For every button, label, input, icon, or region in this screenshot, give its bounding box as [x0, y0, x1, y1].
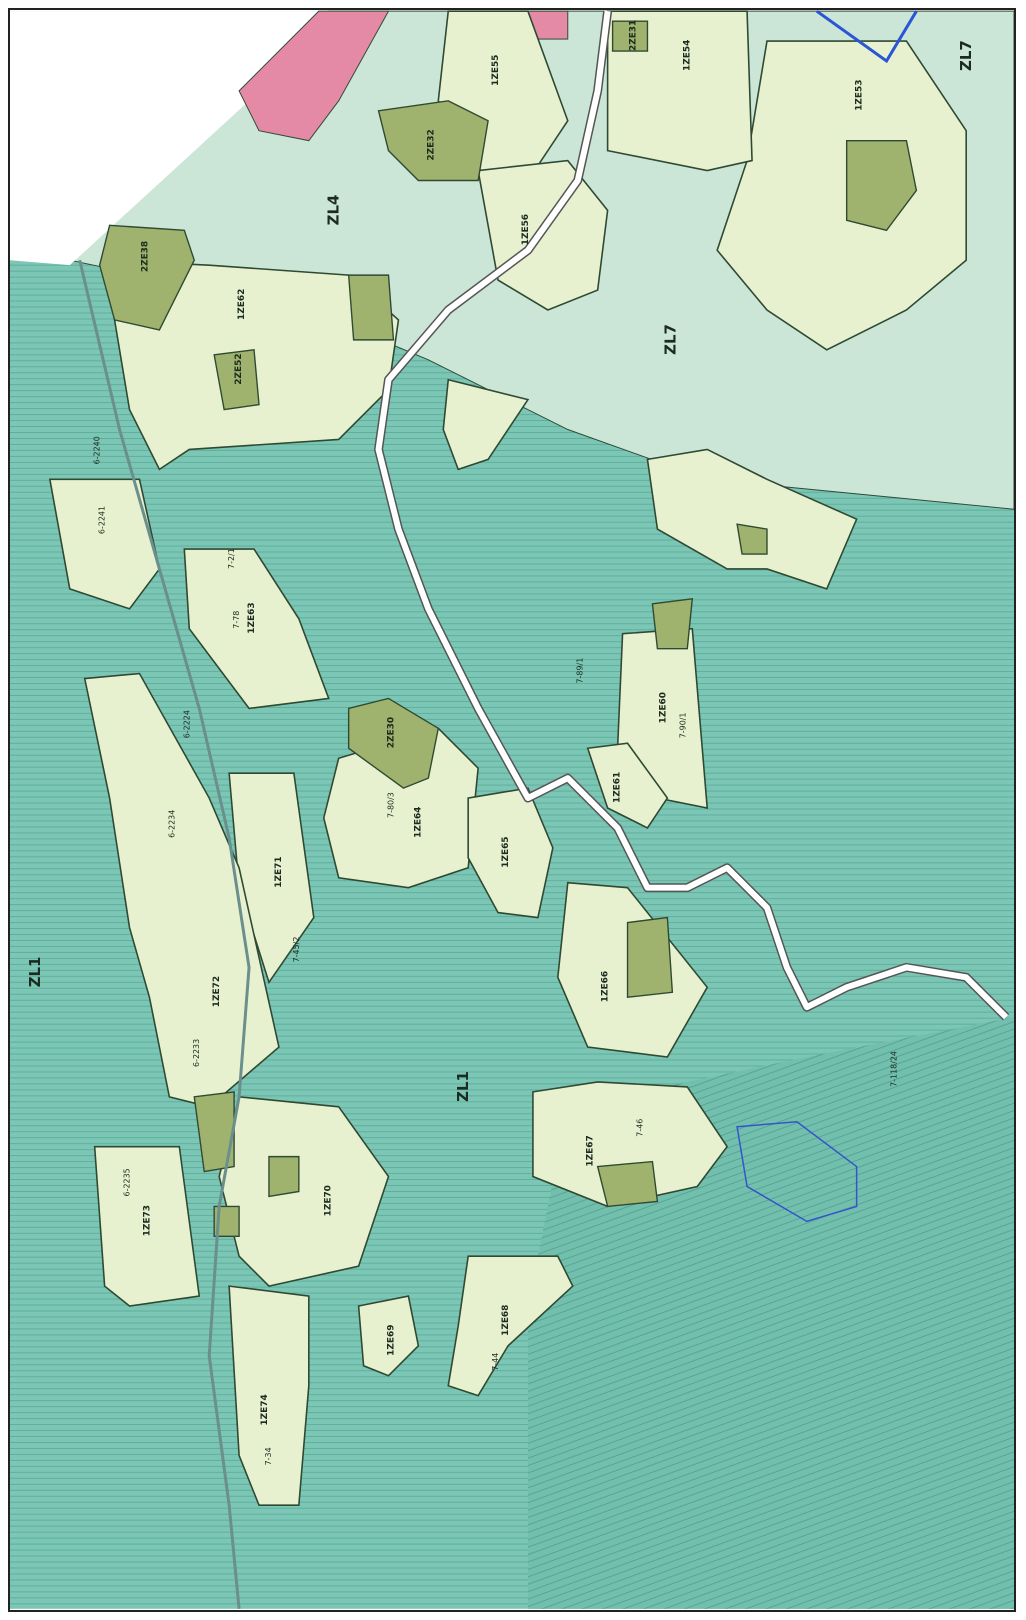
parcel-label: 2ZE38: [140, 241, 150, 272]
building-2ze35[interactable]: [626, 916, 674, 999]
building-2ze32[interactable]: [377, 100, 489, 182]
parcel-label: 1ZE64: [413, 807, 423, 838]
parcel-number-label: 7-2/1: [227, 548, 236, 569]
parcel-number-label: 6-2234: [167, 810, 176, 838]
zone-label: ZL4: [325, 195, 343, 226]
parcel-label: 1ZE53: [855, 79, 865, 110]
parcel-1ze60c[interactable]: [442, 378, 530, 471]
parcel-1ze53[interactable]: [716, 40, 967, 351]
building-2ze41[interactable]: [213, 1205, 240, 1237]
parcel-number-label: 6-2241: [98, 506, 107, 534]
parcel-polygons: [48, 10, 967, 1507]
parcel-number-label: 7-80/3: [386, 792, 395, 818]
road-fill: [375, 10, 1009, 1020]
map-canvas[interactable]: ZL1 ZL1 ZL4 ZL7 ZL7 2ZE38 1ZE62 2ZE52 1Z…: [10, 10, 1014, 1610]
parcel-labels: 2ZE38 1ZE62 2ZE52 1ZE63 1ZE64 2ZE30 1ZE6…: [140, 20, 864, 1426]
parcel-label: 1ZE71: [274, 856, 284, 887]
parcel-label: 1ZE73: [142, 1205, 152, 1236]
parcel-number-label: 6-2224: [182, 710, 191, 738]
zone-pink-small: [527, 10, 569, 40]
parcel-number-label: 7-118/24: [889, 1051, 898, 1087]
parcel-misc-west[interactable]: [48, 478, 161, 610]
building-2ze34[interactable]: [845, 139, 918, 232]
parcel-1ze60b[interactable]: [646, 448, 858, 590]
parcel-label: 1ZE60: [658, 692, 668, 723]
cadastral-map[interactable]: ZL1 ZL1 ZL4 ZL7 ZL7 2ZE38 1ZE62 2ZE52 1Z…: [8, 8, 1016, 1612]
parcel-label: 1ZE63: [247, 602, 257, 633]
parcel-1ze61[interactable]: [586, 742, 669, 829]
zone-label: ZL1: [454, 1071, 472, 1102]
parcel-1ze73[interactable]: [93, 1145, 201, 1307]
parcel-label: 2ZE52: [234, 353, 244, 384]
zone-label: ZL7: [957, 40, 975, 71]
parcel-1ze74[interactable]: [228, 1285, 310, 1507]
building-2ze38[interactable]: [98, 224, 196, 331]
parcel-label: 1ZE72: [212, 976, 222, 1007]
parcel-number-labels: 7-2/1 7-78 7-45/2 6-2224 6-2234 6-2233 6…: [93, 436, 899, 1465]
building-2ze37[interactable]: [651, 598, 694, 650]
building-2ze43[interactable]: [596, 1160, 659, 1208]
parcel-label: 1ZE56: [521, 214, 531, 245]
building-2ze42[interactable]: [193, 1091, 235, 1173]
parcel-label: 2ZE32: [426, 129, 436, 160]
zone-label: ZL7: [661, 324, 679, 355]
parcel-label: 1ZE70: [324, 1185, 334, 1216]
parcel-number-label: 7-34: [264, 1447, 273, 1465]
building-2ze33[interactable]: [347, 274, 395, 341]
parcel-number-label: 7-90/1: [678, 712, 687, 738]
building-2ze31[interactable]: [611, 20, 649, 52]
parcel-number-label: 7-45/2: [292, 937, 301, 963]
parcel-1ze64[interactable]: [322, 727, 479, 889]
parcel-label: 1ZE67: [586, 1135, 596, 1166]
parcel-label: 1ZE61: [613, 772, 623, 803]
parcel-1ze65[interactable]: [467, 787, 554, 919]
parcel-label: 1ZE68: [501, 1305, 511, 1336]
parcel-1ze63[interactable]: [183, 548, 330, 710]
parcel-label: 1ZE54: [682, 40, 692, 71]
parcel-1ze69[interactable]: [357, 1295, 420, 1377]
parcel-number-label: 6-2233: [192, 1039, 201, 1067]
parcel-label: 2ZE31: [629, 20, 639, 51]
parcel-number-label: 7-89/1: [576, 658, 585, 684]
parcel-label: 1ZE62: [237, 289, 247, 320]
zone-pink: [238, 10, 390, 142]
building-2ze39[interactable]: [736, 523, 768, 555]
parcel-number-label: 6-2235: [123, 1168, 132, 1196]
stream: [78, 259, 251, 1609]
parcel-label: 1ZE74: [260, 1394, 270, 1425]
parcel-label: 1ZE69: [386, 1325, 396, 1356]
parcel-number-label: 7-78: [232, 611, 241, 629]
parcel-label: 1ZE65: [501, 836, 511, 867]
parcel-label: 1ZE66: [601, 971, 611, 1002]
water-body: [736, 1120, 858, 1223]
zone-label: ZL1: [26, 957, 44, 988]
building-2ze52[interactable]: [213, 349, 260, 411]
parcel-1ze67[interactable]: [532, 1081, 729, 1208]
building-2ze30[interactable]: [347, 697, 440, 789]
parcel-number-label: 7-44: [491, 1353, 500, 1371]
building-2ze40[interactable]: [268, 1155, 300, 1198]
power-line: [815, 10, 918, 64]
zone-labels: ZL1 ZL1 ZL4 ZL7 ZL7: [26, 40, 975, 1102]
parcel-label: 1ZE55: [491, 55, 501, 86]
parcel-1ze68[interactable]: [447, 1255, 574, 1397]
parcel-label: 2ZE30: [386, 717, 396, 748]
parcel-number-label: 6-2240: [93, 436, 102, 464]
parcel-number-label: 7-46: [635, 1119, 644, 1137]
building-polygons: [98, 20, 918, 1237]
